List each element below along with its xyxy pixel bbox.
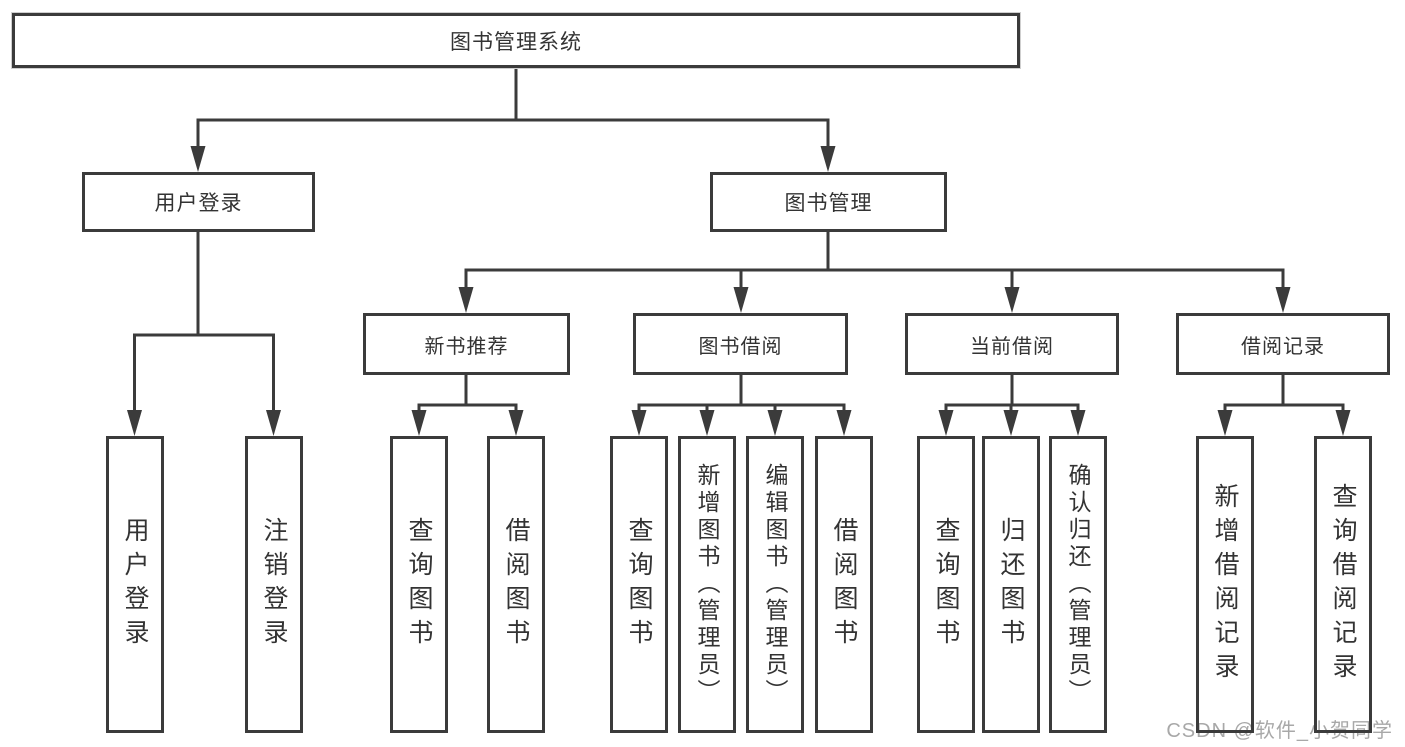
- leaf-borrow-add-books-admin: 新增图书（管理员）: [678, 436, 736, 733]
- leaf-newbook-borrow-books: 借阅图书: [487, 436, 545, 733]
- leaf-logout: 注销登录: [245, 436, 303, 733]
- leaf-borrow-query-books-label: 查询图书: [625, 516, 653, 653]
- leaf-current-query-books: 查询图书: [917, 436, 975, 733]
- leaf-records-add-record: 新增借阅记录: [1196, 436, 1254, 733]
- leaf-current-return-books: 归还图书: [982, 436, 1040, 733]
- node-new-book-recommend: 新书推荐: [363, 313, 570, 375]
- leaf-newbook-query-books-label: 查询图书: [405, 516, 433, 653]
- node-book-management: 图书管理: [710, 172, 947, 232]
- node-borrow-records: 借阅记录: [1176, 313, 1390, 375]
- leaf-records-query-record: 查询借阅记录: [1314, 436, 1372, 733]
- node-user-login: 用户登录: [82, 172, 315, 232]
- leaf-records-add-record-label: 新增借阅记录: [1211, 482, 1239, 687]
- leaf-borrow-query-books: 查询图书: [610, 436, 668, 733]
- leaf-current-return-books-label: 归还图书: [997, 516, 1025, 653]
- node-library-management-system: 图书管理系统: [12, 13, 1020, 68]
- csdn-watermark: CSDN @软件_小贺同学: [1166, 720, 1393, 742]
- leaf-borrow-borrow-books: 借阅图书: [815, 436, 873, 733]
- leaf-borrow-edit-books-admin: 编辑图书（管理员）: [746, 436, 804, 733]
- leaf-borrow-edit-books-admin-label: 编辑图书（管理员）: [762, 463, 788, 706]
- leaf-user-login: 用户登录: [106, 436, 164, 733]
- leaf-records-query-record-label: 查询借阅记录: [1329, 482, 1357, 687]
- leaf-borrow-borrow-books-label: 借阅图书: [830, 516, 858, 653]
- node-current-borrow: 当前借阅: [905, 313, 1119, 375]
- leaf-newbook-borrow-books-label: 借阅图书: [502, 516, 530, 653]
- leaf-current-confirm-return-admin: 确认归还（管理员）: [1049, 436, 1107, 733]
- node-book-borrow: 图书借阅: [633, 313, 848, 375]
- leaf-newbook-query-books: 查询图书: [390, 436, 448, 733]
- leaf-user-login-label: 用户登录: [121, 516, 149, 653]
- leaf-borrow-add-books-admin-label: 新增图书（管理员）: [694, 463, 720, 706]
- leaf-current-confirm-return-admin-label: 确认归还（管理员）: [1065, 463, 1091, 706]
- leaf-current-query-books-label: 查询图书: [932, 516, 960, 653]
- leaf-logout-label: 注销登录: [260, 516, 288, 653]
